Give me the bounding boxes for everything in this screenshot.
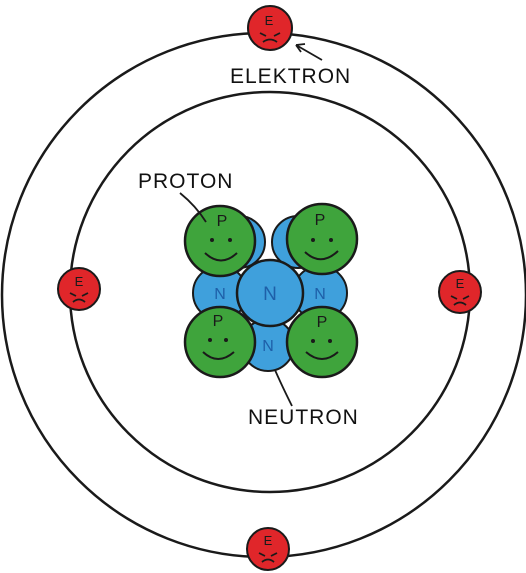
electron-letter: E: [456, 276, 465, 291]
electron-letter: E: [265, 13, 274, 28]
neutron-label: NEUTRON: [248, 406, 359, 429]
neutron-letter: N: [314, 286, 326, 303]
electron-label: ELEKTRON: [230, 65, 351, 88]
electron-top: E: [248, 6, 292, 50]
proton-label: PROTON: [138, 170, 233, 193]
proton-letter: P: [213, 313, 224, 330]
neutron-letter: N: [214, 286, 226, 303]
electron-letter: E: [264, 533, 273, 548]
electron-left: E: [58, 268, 100, 310]
proton-bottom-left: P: [185, 307, 255, 377]
proton-letter: P: [217, 213, 228, 230]
electron-bottom: E: [247, 528, 289, 570]
proton-top-right: P: [287, 204, 357, 274]
proton-letter: P: [315, 212, 326, 229]
neutron-letter: N: [262, 338, 274, 355]
neutron-letter: N: [263, 284, 277, 305]
neutron-pointer-line: [275, 370, 292, 406]
electron-arrow-icon: [296, 44, 322, 60]
proton-top-left: P: [185, 206, 255, 276]
electron-letter: E: [75, 274, 84, 289]
electron-right: E: [439, 271, 481, 313]
proton-letter: P: [317, 314, 328, 331]
proton-bottom-right: P: [287, 307, 357, 377]
neutron-center: N: [237, 260, 303, 326]
